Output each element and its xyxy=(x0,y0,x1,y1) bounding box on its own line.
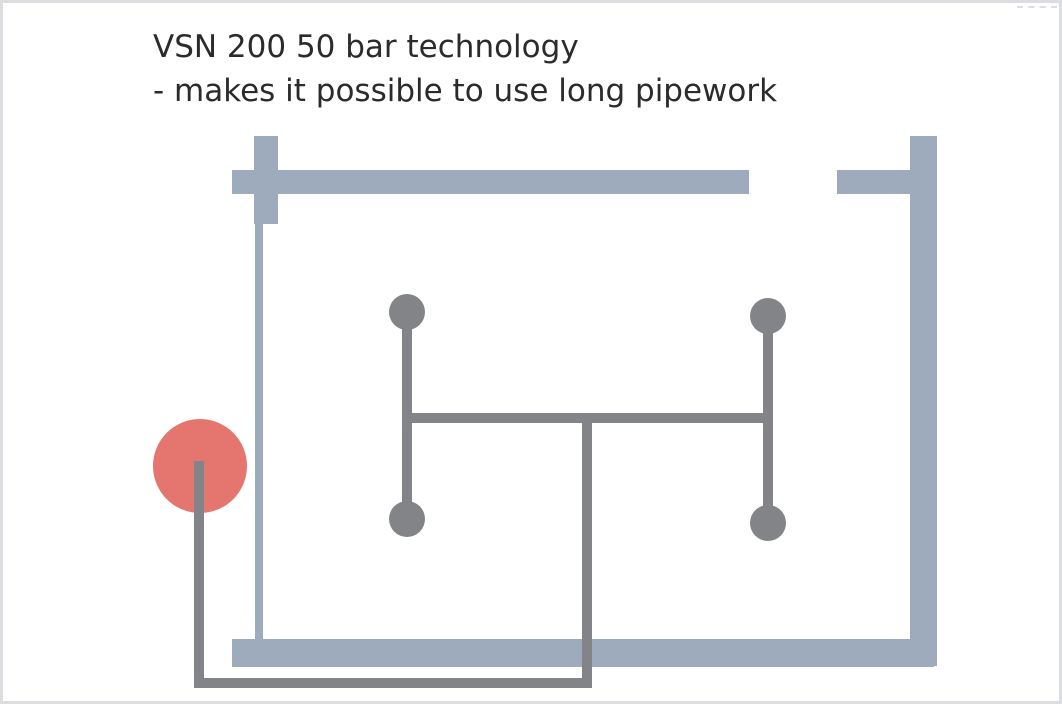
left-thin-wall xyxy=(255,136,263,666)
grey-dot-icon xyxy=(389,294,425,330)
corner-mark xyxy=(1017,6,1057,14)
grey-dot-icon xyxy=(750,505,786,541)
grey-dot-icon xyxy=(750,298,786,334)
caption-line-2: - makes it possible to use long pipework xyxy=(153,73,778,109)
caption: VSN 200 50 bar technology - makes it pos… xyxy=(153,25,777,113)
outlets xyxy=(389,294,786,541)
grey-dot-icon xyxy=(389,501,425,537)
floorplan-diagram xyxy=(153,136,937,688)
right-wall xyxy=(910,136,937,666)
top-wall-left xyxy=(232,170,749,194)
central-pipework xyxy=(194,308,773,688)
caption-line-1: VSN 200 50 bar technology xyxy=(153,29,579,65)
